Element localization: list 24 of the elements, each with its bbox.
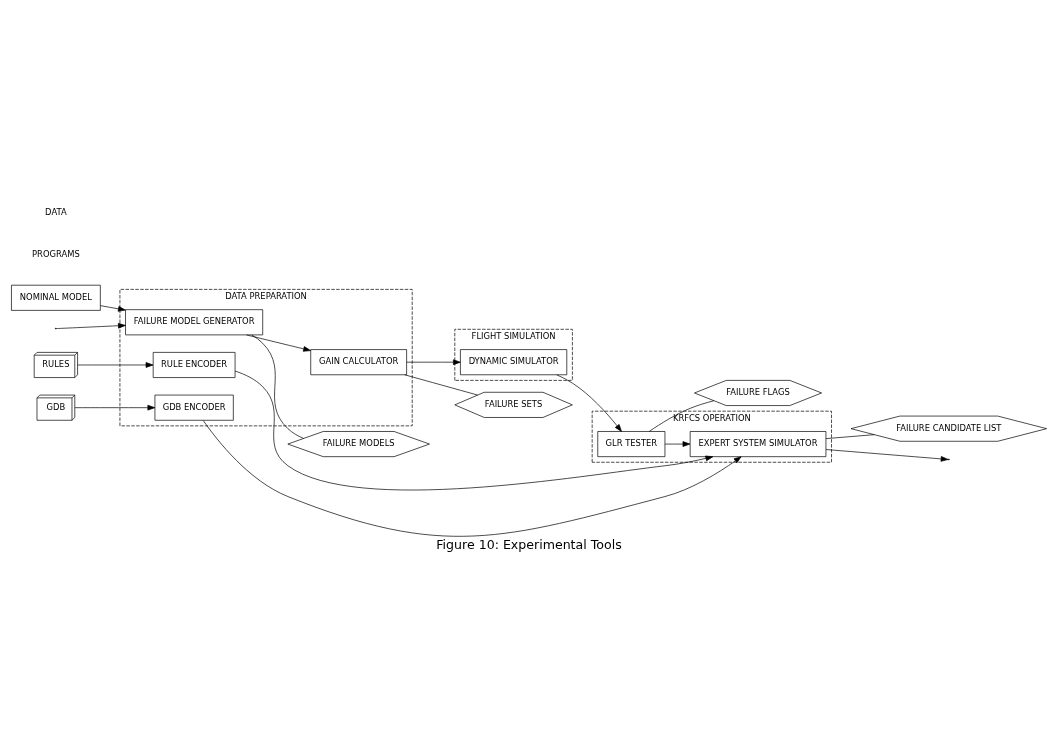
- label: DATA: [45, 206, 67, 217]
- arrow: [56, 322, 126, 329]
- arrow: [100, 304, 126, 312]
- arrow: [664, 440, 691, 447]
- connector: [825, 433, 875, 439]
- node-box: GDB ENCODER: [154, 394, 234, 421]
- node-box: NOMINAL MODEL: [11, 284, 101, 311]
- node-box: EXPERT SYSTEM SIMULATOR: [689, 430, 827, 457]
- caption: Figure 10: Experimental Tools: [436, 536, 622, 552]
- node-box: DYNAMIC SIMULATOR: [460, 348, 568, 375]
- label: PROGRAMS: [32, 248, 80, 259]
- node-box: FAILURE MODEL GENERATOR: [125, 308, 264, 335]
- arrow: [246, 334, 311, 352]
- connector: [251, 334, 304, 439]
- arrow: [74, 404, 156, 410]
- arrow: [202, 419, 742, 536]
- node-box: GAIN CALCULATOR: [310, 348, 407, 375]
- arrow: [234, 370, 714, 490]
- connector: [648, 399, 715, 432]
- arrow: [77, 361, 154, 368]
- arrow: [406, 358, 461, 365]
- node-box: GLR TESTER: [597, 430, 666, 457]
- node-box: RULE ENCODER: [152, 351, 236, 378]
- arrow: [556, 374, 622, 432]
